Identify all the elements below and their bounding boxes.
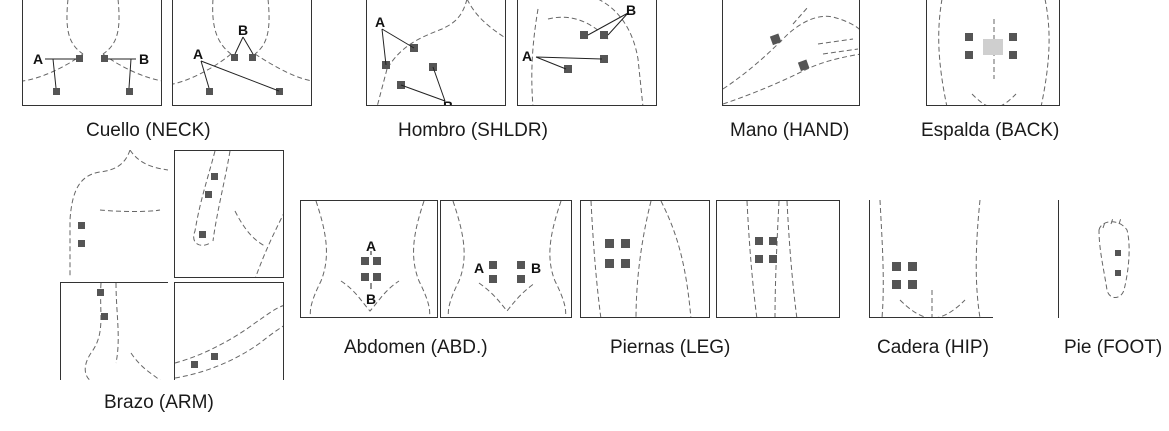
arm-illustration-2 (175, 151, 284, 278)
arm-panel-2 (174, 150, 284, 278)
arm-illustration-4 (175, 283, 284, 380)
abdomen-panel-1: A B (300, 200, 438, 318)
caption-abdomen: Abdomen (ABD.) (344, 337, 488, 359)
point-label-b: B (443, 98, 453, 106)
point-label-a: A (193, 46, 203, 62)
abdomen-illustration-1: A B (301, 201, 438, 318)
neck-panel-1: A B (22, 0, 162, 106)
caption-shoulder: Hombro (SHLDR) (398, 120, 548, 142)
caption-foot: Pie (FOOT) (1064, 337, 1162, 359)
hand-illustration (723, 0, 860, 106)
abdomen-panel-2: A B (440, 200, 572, 318)
leg-illustration-1 (581, 201, 710, 318)
back-illustration (927, 0, 1060, 106)
point-label-b: B (238, 22, 248, 38)
neck-illustration-2: B A (173, 0, 312, 106)
abdomen-illustration-2: A B (441, 201, 572, 318)
point-label-b: B (366, 291, 376, 307)
foot-illustration (1059, 200, 1169, 318)
caption-neck: Cuello (NECK) (86, 120, 211, 142)
leg-panel-1 (580, 200, 710, 318)
arm-illustration-3 (61, 283, 168, 380)
arm-panel-3 (60, 282, 168, 380)
hip-panel (869, 200, 993, 318)
caption-arm: Brazo (ARM) (104, 392, 214, 414)
caption-hand: Mano (HAND) (730, 120, 849, 142)
arm-panel-1 (60, 150, 168, 278)
leg-illustration-2 (717, 201, 840, 318)
point-label-a: A (474, 260, 484, 276)
arm-illustration-1 (60, 150, 168, 278)
back-panel (926, 0, 1060, 106)
point-label-a: A (522, 48, 532, 64)
point-label-b: B (139, 51, 149, 67)
caption-back: Espalda (BACK) (921, 120, 1059, 142)
point-label-a: A (366, 238, 376, 254)
neck-illustration-1: A B (23, 0, 162, 106)
leg-panel-2 (716, 200, 840, 318)
shoulder-panel-2: B A (517, 0, 657, 106)
point-label-a: A (33, 51, 43, 67)
foot-panel (1058, 200, 1169, 318)
hand-panel (722, 0, 860, 106)
point-label-a: A (375, 14, 385, 30)
neck-panel-2: B A (172, 0, 312, 106)
caption-hip: Cadera (HIP) (877, 337, 989, 359)
shoulder-illustration-1: A B (367, 0, 506, 106)
shoulder-illustration-2: B A (518, 0, 657, 106)
shoulder-panel-1: A B (366, 0, 506, 106)
caption-leg: Piernas (LEG) (610, 337, 730, 359)
arm-panel-4 (174, 282, 284, 380)
point-label-b: B (626, 2, 636, 18)
point-label-b: B (531, 260, 541, 276)
hip-illustration (870, 200, 993, 318)
